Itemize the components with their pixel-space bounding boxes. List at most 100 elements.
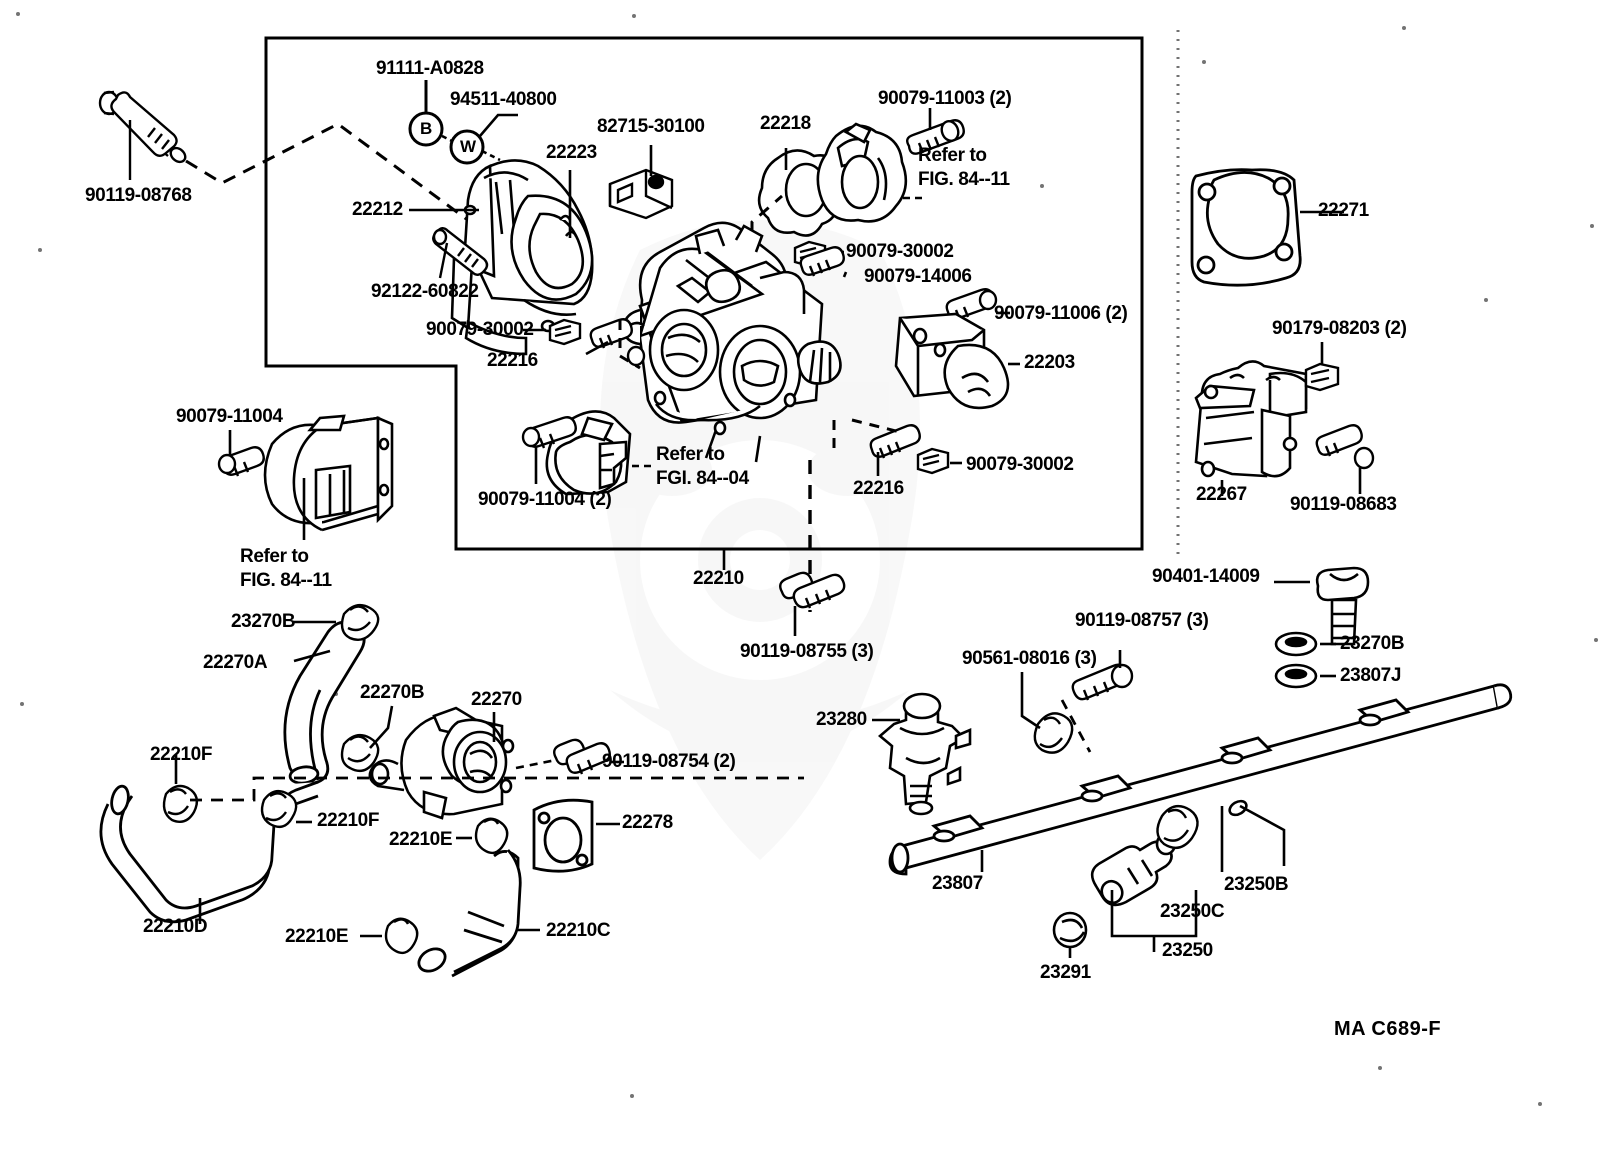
group-boundary-box xyxy=(264,36,1144,551)
label-94511-40800: 94511-40800 xyxy=(450,89,557,110)
label-23280: 23280 xyxy=(816,709,867,730)
part-90119-08683-bolt xyxy=(1315,424,1375,470)
part-23807J-oring xyxy=(1274,663,1318,689)
part-23291-grommet xyxy=(1052,911,1088,949)
label-22203: 22203 xyxy=(1024,352,1075,373)
part-22271-gasket xyxy=(1190,168,1302,287)
marker-W-label: W xyxy=(460,137,477,156)
part-23280-injector xyxy=(877,692,972,816)
label-23807J: 23807J xyxy=(1340,665,1402,686)
refer-line-1: Refer to xyxy=(918,145,987,166)
part-tps-84-04 xyxy=(545,410,632,496)
part-22270-valve xyxy=(368,706,515,820)
label-22216-left: 22216 xyxy=(487,350,538,371)
refer-note-84-11-b: Refer to FIG. 84--11 xyxy=(240,545,332,593)
part-22210E-clamp-bottom xyxy=(384,917,419,955)
label-22212: 22212 xyxy=(352,199,403,220)
label-22210C: 22210C xyxy=(546,920,611,941)
part-23270B-oring xyxy=(1274,631,1318,657)
label-22271: 22271 xyxy=(1318,200,1369,221)
part-90401-14009-union-bolt xyxy=(1315,566,1370,646)
label-22210D: 22210D xyxy=(143,916,208,937)
part-22210-throttle-body xyxy=(622,221,842,463)
part-22270A-hose xyxy=(283,620,366,785)
part-23807-fuel-rail xyxy=(888,683,1513,876)
label-23807: 23807 xyxy=(932,873,983,894)
label-22223: 22223 xyxy=(546,142,597,163)
part-90079-14006-stud xyxy=(799,246,845,277)
marker-W-circle xyxy=(449,129,485,165)
assembly-dash-hose xyxy=(190,776,804,802)
label-82715-30100: 82715-30100 xyxy=(597,116,705,137)
part-90561-08016-grommet xyxy=(1033,712,1074,754)
label-22216-right: 22216 xyxy=(853,478,904,499)
label-90079-30002-upper: 90079-30002 xyxy=(846,241,954,262)
label-91111-A0828: 91111-A0828 xyxy=(376,58,484,79)
refer-line-2: FIG. 84--11 xyxy=(240,569,332,591)
part-23250C-grommet xyxy=(1156,804,1199,850)
part-90119-08754-bolt xyxy=(553,738,611,775)
label-22218: 22218 xyxy=(760,113,811,134)
label-90079-11004-2: 90079-11004 (2) xyxy=(478,489,612,510)
label-92122-60822: 92122-60822 xyxy=(371,281,479,302)
label-23250: 23250 xyxy=(1162,940,1213,961)
refer-line-2: FIG. 84--11 xyxy=(918,168,1010,190)
label-90119-08757: 90119-08757 (3) xyxy=(1075,610,1209,631)
part-90079-11004-bolt xyxy=(217,446,265,477)
part-90079-11004-2-bolt xyxy=(521,416,577,449)
label-90079-14006: 90079-14006 xyxy=(864,266,972,287)
part-22203-bracket xyxy=(894,312,1010,410)
part-22212-22223-housing xyxy=(450,159,594,356)
part-22210F-clamp-mid xyxy=(260,789,298,829)
label-22270A: 22270A xyxy=(203,652,268,673)
label-23250B: 23250B xyxy=(1224,874,1289,895)
part-90119-08757-bolt xyxy=(1071,663,1134,701)
part-90079-30002-nut-left xyxy=(548,318,582,346)
label-22267: 22267 xyxy=(1196,484,1247,505)
label-22210E-bottom: 22210E xyxy=(285,926,349,947)
part-air-flow-meter-84-11 xyxy=(263,414,394,532)
part-82715-30100-clamp xyxy=(608,168,674,220)
label-23270B-right: 23270B xyxy=(1340,633,1405,654)
label-23250C: 23250C xyxy=(1160,901,1225,922)
label-90079-11004: 90079-11004 xyxy=(176,406,283,427)
part-22210C-hose xyxy=(417,849,522,978)
label-22270: 22270 xyxy=(471,689,522,710)
part-22278-gasket xyxy=(532,798,594,873)
part-90079-30002-nut-right xyxy=(916,447,950,475)
part-22210F-clamp-left xyxy=(162,784,199,823)
label-22278: 22278 xyxy=(622,812,673,833)
registration-dots xyxy=(16,12,1598,1106)
label-90079-30002-right: 90079-30002 xyxy=(966,454,1074,475)
label-90401-14009: 90401-14009 xyxy=(1152,566,1260,587)
label-22210F-left: 22210F xyxy=(150,744,213,765)
label-90179-08203: 90179-08203 (2) xyxy=(1272,318,1407,339)
label-90119-08754: 90119-08754 (2) xyxy=(602,751,736,772)
part-22270B-clamp xyxy=(340,733,380,773)
refer-note-84-11-a: Refer to FIG. 84--11 xyxy=(918,144,1010,192)
assembly-dash-1 xyxy=(185,122,497,243)
figure-code: MA C689-F xyxy=(1334,1018,1442,1040)
label-22210F-mid: 22210F xyxy=(317,810,380,831)
label-22210: 22210 xyxy=(693,568,744,589)
part-90079-11003-bolt xyxy=(906,119,965,155)
label-90079-30002-left: 90079-30002 xyxy=(426,319,534,340)
part-23250B-oring xyxy=(1228,799,1248,817)
label-23270B-top: 23270B xyxy=(231,611,296,632)
marker-B-label: B xyxy=(420,119,433,138)
part-23270B-clamp xyxy=(340,603,380,641)
label-90119-08768: 90119-08768 xyxy=(85,185,192,206)
refer-line-2: FGI. 84--04 xyxy=(656,467,749,489)
label-90561-08016: 90561-08016 (3) xyxy=(962,648,1097,669)
label-90079-11003: 90079-11003 (2) xyxy=(878,88,1012,109)
refer-note-84-04: Refer to FGI. 84--04 xyxy=(656,443,749,491)
refer-line-1: Refer to xyxy=(240,546,309,567)
label-90119-08755: 90119-08755 (3) xyxy=(740,641,874,662)
part-92122-60822-stud xyxy=(432,227,489,276)
part-90079-11006-bolt xyxy=(945,288,998,321)
part-isc-valve-84-11 xyxy=(816,122,908,223)
assembly-dash-22218 xyxy=(750,194,783,275)
label-90119-08683: 90119-08683 xyxy=(1290,494,1397,515)
